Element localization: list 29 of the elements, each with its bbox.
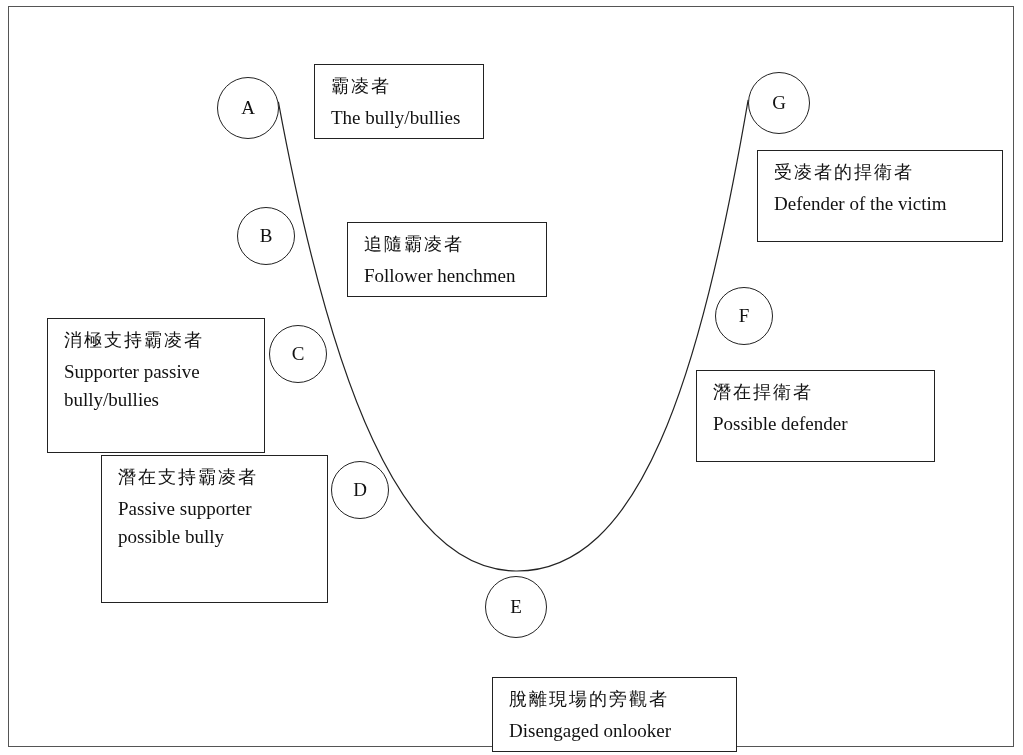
english-role-label: Possible defender (713, 412, 849, 437)
circle-letter: C (291, 343, 305, 365)
role-box (314, 64, 484, 139)
english-role-label: Defender of the victim (774, 192, 948, 217)
role-box (696, 370, 935, 462)
chinese-role-label: 潛在支持霸凌者 (118, 466, 259, 489)
english-role-label: Follower henchmen (364, 264, 517, 289)
letter-circle (331, 461, 389, 519)
role-box (347, 222, 547, 297)
english-role-label: Supporter passive bully/bullies (64, 360, 201, 412)
circle-letter: F (738, 305, 750, 327)
circle-letter: E (510, 596, 522, 618)
circle-letter: G (772, 92, 786, 114)
circle-letter: B (259, 225, 273, 247)
circle-letter: A (241, 97, 255, 119)
circle-letter: D (353, 479, 367, 501)
role-box (757, 150, 1003, 242)
chinese-role-label: 潛在捍衛者 (713, 381, 814, 404)
chinese-role-label: 消極支持霸凌者 (64, 329, 205, 352)
role-box (101, 455, 328, 603)
english-role-label: Disengaged onlooker (509, 719, 672, 744)
role-box (47, 318, 265, 453)
chinese-role-label: 脫離現場的旁觀者 (509, 688, 670, 711)
english-role-label: The bully/bullies (331, 106, 462, 131)
chinese-role-label: 受凌者的捍衛者 (774, 161, 915, 184)
english-role-label: Passive supporter possible bully (118, 497, 253, 549)
chinese-role-label: 追隨霸凌者 (364, 233, 465, 256)
role-box (492, 677, 737, 752)
chinese-role-label: 霸凌者 (331, 75, 392, 98)
